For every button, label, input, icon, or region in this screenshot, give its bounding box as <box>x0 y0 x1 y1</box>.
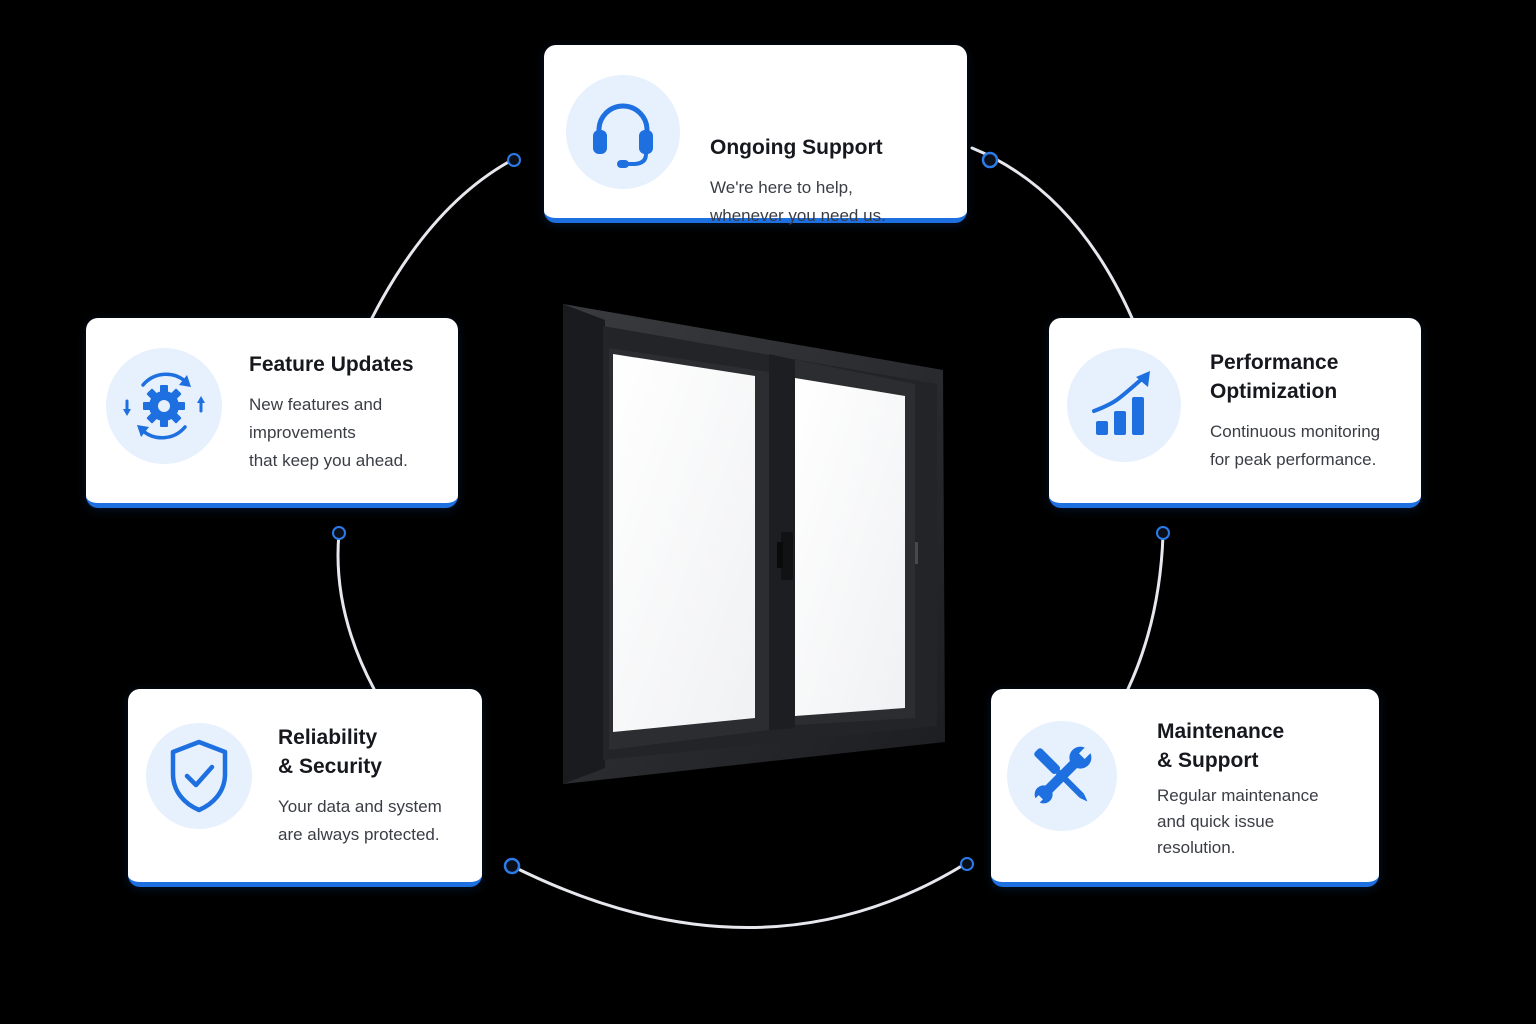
maintenance-support-description: Regular maintenance and quick issue reso… <box>1157 786 1319 857</box>
performance-optimization-title: Performance Optimization <box>1210 351 1339 403</box>
card-performance-optimization: Performance Optimization Continuous moni… <box>1049 318 1421 508</box>
connector-performance-to-maintenance <box>1126 533 1165 691</box>
card-feature-updates: Feature Updates New features and improve… <box>86 318 458 508</box>
card-reliability-security: Reliability & Security Your data and sys… <box>128 689 482 887</box>
connector-node <box>981 151 999 169</box>
connector-node <box>503 857 521 875</box>
connector-node <box>960 857 974 871</box>
connector-ongoing-to-performance <box>970 146 1134 320</box>
gear-refresh-icon <box>123 372 205 440</box>
wrench-screwdriver-icon <box>1031 746 1092 807</box>
reliability-security-description: Your data and system are always protecte… <box>278 797 442 844</box>
headset-icon <box>593 103 653 168</box>
growth-chart-icon <box>1092 371 1150 435</box>
feature-updates-description: New features and improvements that keep … <box>249 395 408 470</box>
card-maintenance-support: Maintenance & Support Regular maintenanc… <box>991 689 1379 887</box>
connector-node <box>507 153 521 167</box>
performance-optimization-description: Continuous monitoring for peak performan… <box>1210 422 1381 469</box>
maintenance-support-title: Maintenance & Support <box>1157 720 1285 772</box>
performance-optimization-icon-badge <box>1067 348 1181 462</box>
card-ongoing-support: Ongoing Support We're here to help, when… <box>544 45 967 225</box>
connector-feature-to-ongoing <box>370 158 514 320</box>
connector-node <box>332 526 346 540</box>
sliding-window-image <box>563 304 945 784</box>
ongoing-support-icon-badge <box>566 75 680 189</box>
connector-reliability-to-feature <box>336 531 376 691</box>
reliability-security-title: Reliability & Security <box>278 726 382 778</box>
feature-updates-title: Feature Updates <box>249 353 414 376</box>
ongoing-support-description: We're here to help, whenever you need us… <box>710 178 886 225</box>
reliability-security-icon-badge <box>146 723 252 829</box>
connector-node <box>1156 526 1170 540</box>
ongoing-support-title: Ongoing Support <box>710 136 883 159</box>
connector-maintenance-to-reliability <box>510 862 967 929</box>
maintenance-support-icon-badge <box>1007 721 1117 831</box>
feature-updates-icon-badge <box>106 348 222 464</box>
shield-check-icon <box>170 739 228 813</box>
